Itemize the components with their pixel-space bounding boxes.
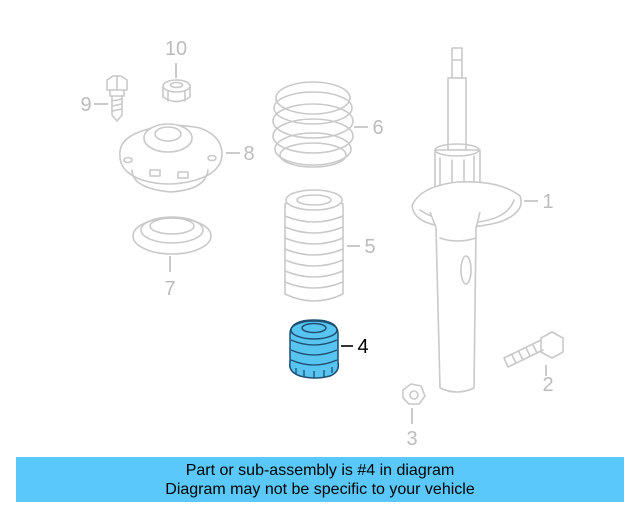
callout-10[interactable]: 10 (165, 38, 187, 60)
callout-8[interactable]: 8 (243, 143, 254, 165)
callout-4[interactable]: 4 (357, 336, 368, 358)
part-2-bolt[interactable] (503, 331, 564, 368)
part-8-strut-mount[interactable] (119, 123, 223, 193)
part-10-nut[interactable] (162, 79, 191, 103)
part-3-nut[interactable] (402, 383, 426, 405)
part-5-dust-boot[interactable] (284, 189, 344, 302)
callout-6[interactable]: 6 (372, 117, 383, 139)
part-9-bolt[interactable] (106, 75, 128, 122)
callout-3[interactable]: 3 (406, 428, 417, 450)
part-6-coil-spring[interactable] (272, 81, 354, 168)
banner-line-2: Diagram may not be specific to your vehi… (165, 481, 475, 498)
callout-1[interactable]: 1 (542, 191, 553, 213)
info-banner: Part or sub-assembly is #4 in diagram Di… (16, 457, 624, 502)
callout-7[interactable]: 7 (164, 278, 175, 300)
parts-diagram: 10 9 8 7 6 (80, 38, 564, 450)
part-1-strut-assembly[interactable] (411, 47, 522, 393)
callout-9[interactable]: 9 (80, 94, 91, 116)
part-7-bearing[interactable] (132, 216, 212, 255)
callout-2[interactable]: 2 (542, 374, 553, 396)
callout-5[interactable]: 5 (364, 236, 375, 258)
part-4-bump-stop[interactable] (288, 319, 340, 379)
banner-line-1: Part or sub-assembly is #4 in diagram (185, 462, 455, 479)
